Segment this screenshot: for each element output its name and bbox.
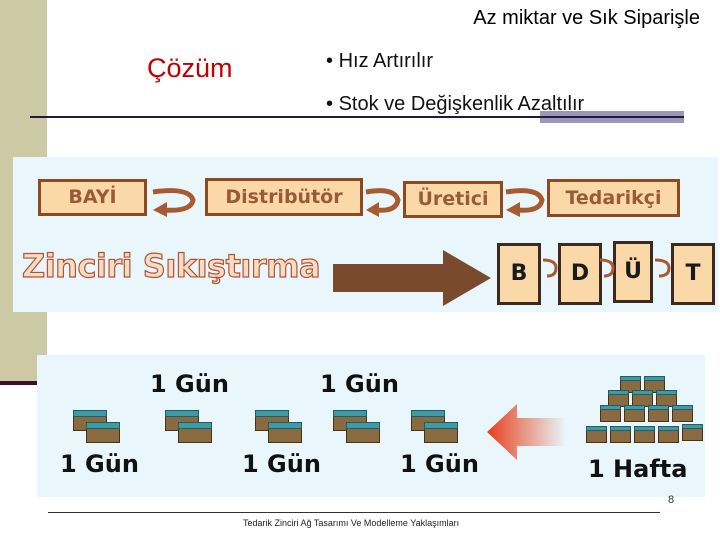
chain-compression-banner: Zinciri Sıkıştırma xyxy=(21,246,321,285)
bullet-speed: Hız Artırılır xyxy=(326,50,433,73)
sidebar-divider xyxy=(0,381,47,385)
brick-stack-icon xyxy=(672,405,693,422)
chain-box-supplier: Tedarikçi xyxy=(547,179,680,217)
bullet-stock: Stok ve Değişkenlik Azaltılır xyxy=(326,93,585,116)
page-number: 8 xyxy=(668,494,675,506)
brick-stack-icon xyxy=(644,376,665,393)
time-label-top: 1 Gün xyxy=(320,370,399,398)
chain-box-dealer: BAYİ xyxy=(38,179,147,216)
brick-stack-icon xyxy=(658,426,679,443)
footer-rule xyxy=(48,512,660,513)
time-label-bottom: 1 Gün xyxy=(242,450,321,478)
chain-curve-arrow-icon xyxy=(365,188,401,217)
brick-stack-icon xyxy=(610,426,631,443)
stage-box-u: Ü xyxy=(613,241,653,303)
brick-stack-icon xyxy=(682,424,703,441)
chain-curve-arrow-icon xyxy=(505,188,545,217)
brick-icon xyxy=(178,422,212,443)
chain-box-manufacturer: Üretici xyxy=(403,181,503,218)
stage-box-b: B xyxy=(497,243,541,305)
week-label: 1 Hafta xyxy=(588,455,688,483)
stage-curve-arrow-icon xyxy=(599,258,615,278)
brick-icon xyxy=(268,422,302,443)
brick-icon xyxy=(346,422,380,443)
slide-title: Az miktar ve Sık Siparişle xyxy=(473,7,700,29)
brick-stack-icon xyxy=(624,405,645,422)
brick-stack-icon xyxy=(586,426,607,443)
brick-stack-icon xyxy=(620,376,641,393)
brick-icon xyxy=(86,422,120,443)
time-label-bottom: 1 Gün xyxy=(400,450,479,478)
time-label-bottom: 1 Gün xyxy=(60,450,139,478)
brick-stack-icon xyxy=(634,426,655,443)
brick-stack-icon xyxy=(632,390,653,407)
chain-box-distributor: Distribütör xyxy=(205,178,363,216)
brick-icon xyxy=(424,422,458,443)
stage-curve-arrow-icon xyxy=(654,258,671,278)
chain-curve-arrow-icon xyxy=(152,188,196,217)
title-rule xyxy=(30,116,684,118)
stage-box-t: T xyxy=(671,243,715,305)
stage-curve-arrow-icon xyxy=(542,258,558,278)
brick-stack-icon xyxy=(600,405,621,422)
time-label-top: 1 Gün xyxy=(150,370,229,398)
stage-box-d: D xyxy=(558,243,602,305)
left-arrow-icon xyxy=(487,404,565,460)
solution-label: Çözüm xyxy=(147,53,233,83)
brick-stack-icon xyxy=(648,405,669,422)
big-right-arrow-icon xyxy=(333,250,491,306)
footer-text: Tedarik Zinciri Ağ Tasarımı Ve Modelleme… xyxy=(243,518,460,528)
